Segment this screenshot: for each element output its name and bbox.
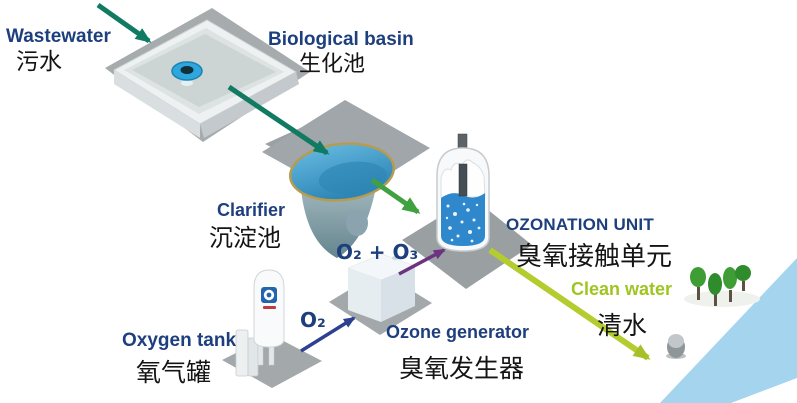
wastewater-arrow xyxy=(96,2,152,44)
rock-icon xyxy=(666,334,686,359)
clarifier-to-ozonation-arrow xyxy=(370,177,421,215)
clean-water-arrow xyxy=(488,247,651,361)
o2-arrow xyxy=(300,316,356,353)
aerator-icon xyxy=(171,61,203,86)
trees-icon xyxy=(684,265,760,307)
gas-company-logo-icon xyxy=(261,287,277,309)
basin-to-clarifier-arrow xyxy=(227,84,330,156)
flow-arrows xyxy=(96,2,651,361)
bubbles-icon xyxy=(445,202,481,243)
oxygen-tank-graphic xyxy=(235,269,285,377)
clarifier-graphic xyxy=(288,142,396,258)
biological-basin-graphic xyxy=(113,19,299,138)
ozonation-unit-graphic xyxy=(436,133,490,252)
o2-o3-arrow xyxy=(398,248,446,276)
ozone-generator-graphic xyxy=(347,253,416,322)
river-graphic xyxy=(660,258,797,403)
